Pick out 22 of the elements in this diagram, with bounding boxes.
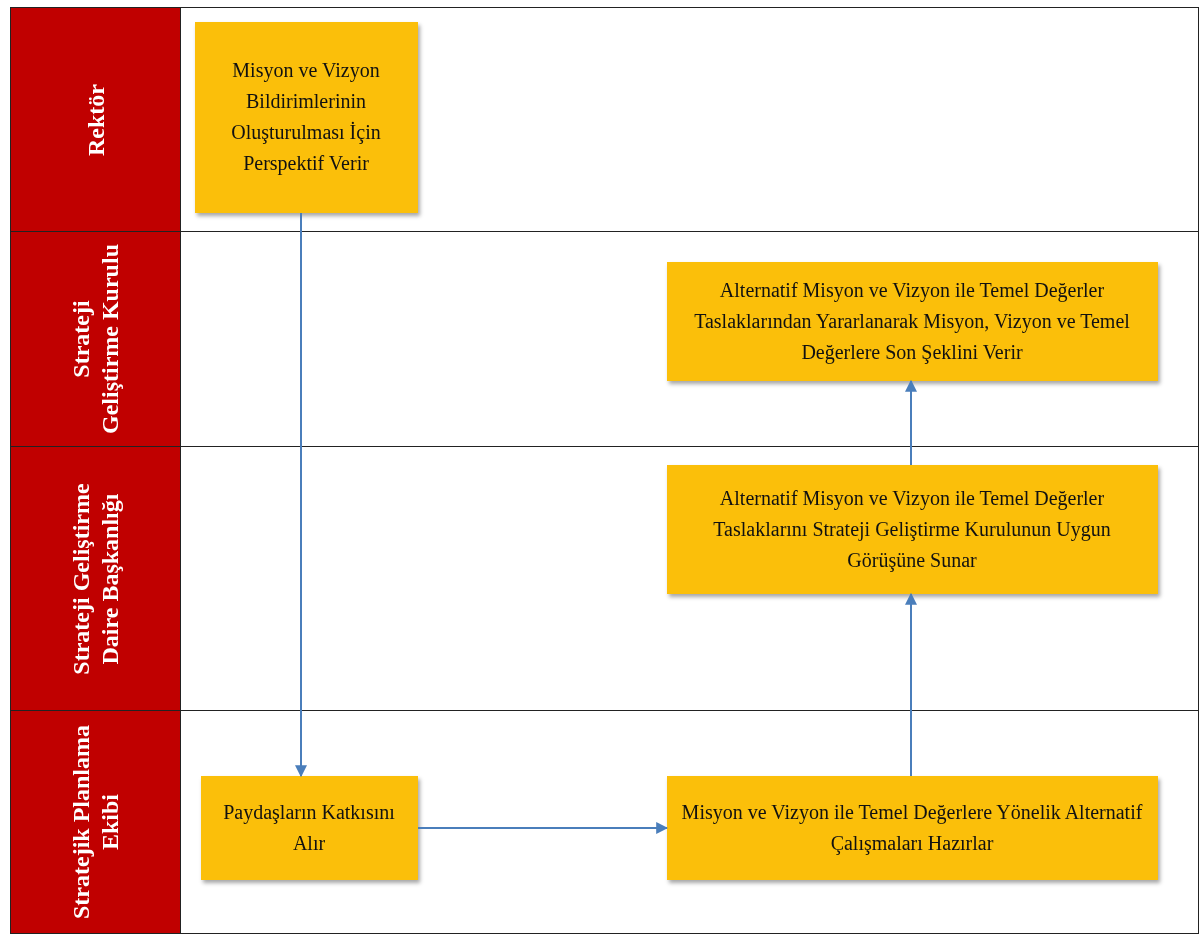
arrow: [905, 379, 917, 466]
lane-title: Rektör: [81, 82, 110, 158]
process-box: [666, 261, 1158, 381]
swimlane: [10, 446, 1199, 711]
lane-title: Stratejik Planlama Ekibi: [66, 724, 124, 921]
lane-title: Strateji Geliştirme Daire Başkanlığı: [66, 481, 124, 677]
process-text: Paydaşların Katkısını Alır: [222, 799, 396, 856]
arrow: [417, 822, 669, 834]
process-text: Misyon ve Vizyon ile Temel Değerlere Yönelik Alternatif Çalışmaları Hazırlar: [680, 799, 1144, 857]
lane-title: Strateji Geliştirme Kurulu: [66, 244, 124, 434]
process-text: Alternatif Misyon ve Vizyon ile Temel Değerler Taslaklarından Yararlanarak Misyon, Vizyon ve Temel Değerlere Son Şeklini Verir: [693, 277, 1131, 366]
arrow: [905, 592, 917, 777]
swimlane: [10, 231, 1199, 447]
process-text: Misyon ve Vizyon Bildirimlerinin Oluşturulması İçin Perspektif Verir: [230, 58, 382, 177]
process-box: [666, 464, 1158, 594]
swimlane: [10, 710, 1199, 934]
process-text: Alternatif Misyon ve Vizyon ile Temel Değerler Taslaklarını Strateji Geliştirme Kurulunun Uygun Görüşüne Sunar: [712, 485, 1112, 574]
arrow: [295, 212, 307, 778]
process-box: [666, 775, 1158, 880]
process-box: [200, 775, 418, 880]
swimlane: [10, 7, 1199, 232]
process-box: [194, 21, 418, 213]
